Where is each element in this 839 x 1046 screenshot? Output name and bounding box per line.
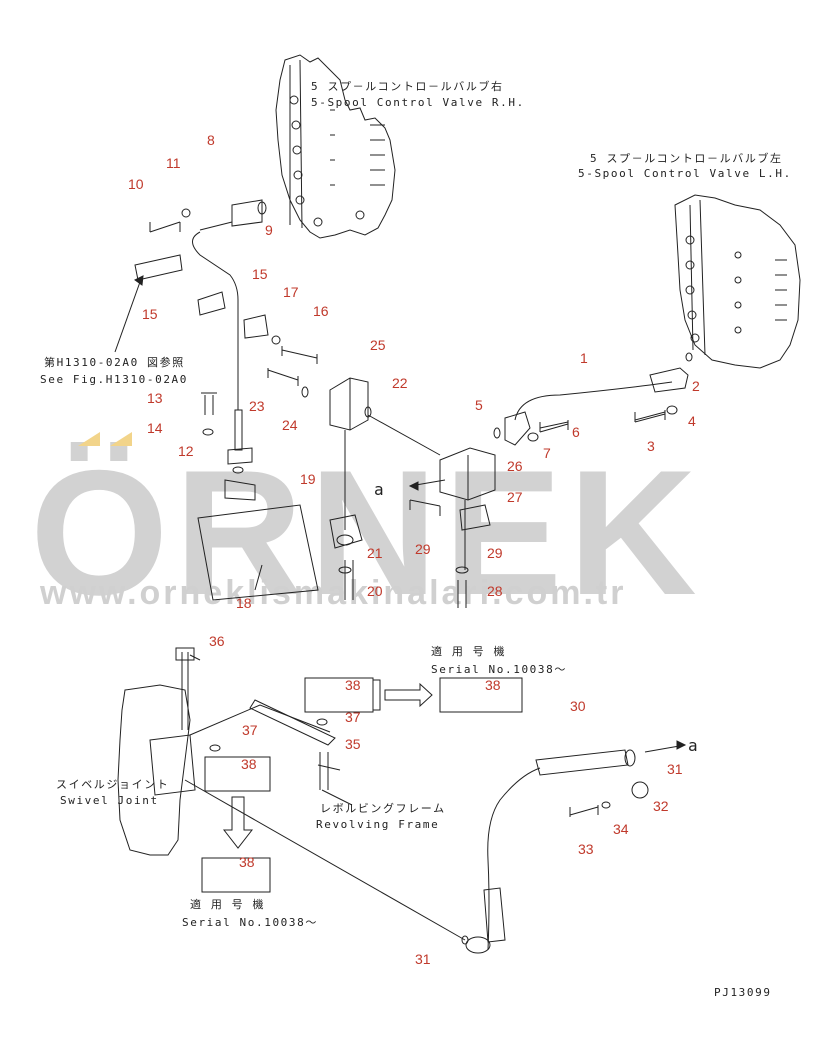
serial-label-en-1: Serial No.10038～ xyxy=(431,663,567,676)
part-number: 19 xyxy=(300,471,316,487)
arrow-a-label: a xyxy=(374,480,386,499)
part-number: 31 xyxy=(667,761,683,777)
watermark-brand: ÖRNEK xyxy=(30,433,703,632)
part-number: 37 xyxy=(345,709,361,725)
part-number: 31 xyxy=(415,951,431,967)
part-number: 38 xyxy=(345,677,361,693)
part-number: 24 xyxy=(282,417,298,433)
part-number: 8 xyxy=(207,132,215,148)
watermark-url: www.orneklismakinalari.com.tr xyxy=(40,574,627,612)
revolving-frame-label-en: Revolving Frame xyxy=(316,818,440,831)
part-number: 2 xyxy=(692,378,700,394)
watermark-accent-mark xyxy=(110,432,132,446)
part-number: 15 xyxy=(252,266,268,282)
control-valve-lh-label-en: 5-Spool Control Valve L.H. xyxy=(578,167,792,180)
swivel-joint-outline xyxy=(117,684,196,856)
part-number: 7 xyxy=(543,445,551,461)
part-number: 3 xyxy=(647,438,655,454)
serial-label-en-2: Serial No.10038～ xyxy=(182,916,318,929)
part-number: 38 xyxy=(241,756,257,772)
part-number: 15 xyxy=(142,306,158,322)
part-number: 23 xyxy=(249,398,265,414)
part-number: 4 xyxy=(688,413,696,429)
part-number: 11 xyxy=(166,155,181,171)
part-number: 13 xyxy=(147,390,163,406)
bracket-18 xyxy=(197,504,319,601)
part-number: 5 xyxy=(475,397,483,413)
control-valve-rh-outline xyxy=(275,54,396,239)
part-number: 29 xyxy=(487,545,503,561)
drawing-number: PJ13099 xyxy=(714,986,772,999)
part-number: 12 xyxy=(178,443,194,459)
part-number: 38 xyxy=(239,854,255,870)
part-number: 36 xyxy=(209,633,225,649)
watermark-accent-mark xyxy=(78,432,100,446)
hose-30 xyxy=(535,749,629,776)
part-number: 27 xyxy=(507,489,523,505)
part-number: 22 xyxy=(392,375,408,391)
part-number: 37 xyxy=(242,722,258,738)
part-number: 30 xyxy=(570,698,586,714)
part-number: 26 xyxy=(507,458,523,474)
control-valve-lh-label-jp: 5 スプ－ルコントロ－ルバルブ左 xyxy=(590,152,783,165)
part-number: 21 xyxy=(367,545,383,561)
hose-1 xyxy=(514,381,673,421)
part-number: 17 xyxy=(283,284,299,300)
part-number: 10 xyxy=(128,176,144,192)
see-fig-label-en: See Fig.H1310-02A0 xyxy=(40,373,189,386)
part-number: 32 xyxy=(653,798,669,814)
part-number: 1 xyxy=(580,350,588,366)
see-fig-label-jp: 第H1310-02A0 図参照 xyxy=(44,356,185,369)
part-number: 35 xyxy=(345,736,361,752)
serial-label-jp-1: 適 用 号 機 xyxy=(431,645,507,658)
control-valve-rh-label-jp: 5 スプ－ルコントロ－ルバルブ右 xyxy=(311,80,504,93)
serial-label-jp-2: 適 用 号 機 xyxy=(190,898,266,911)
part-number: 33 xyxy=(578,841,594,857)
tube-8 xyxy=(192,231,239,410)
swivel-joint-label-jp: スイベルジョイント xyxy=(56,778,170,791)
part-number: 20 xyxy=(367,583,383,599)
control-valve-lh-outline xyxy=(674,194,801,369)
part-number: 16 xyxy=(313,303,329,319)
part-number: 25 xyxy=(370,337,386,353)
revolving-frame-label-jp: レボルビングフレーム xyxy=(320,802,446,815)
part-number: 18 xyxy=(236,595,252,611)
part-number: 29 xyxy=(415,541,431,557)
swivel-joint-label-en: Swivel Joint xyxy=(60,794,159,807)
part-number: 6 xyxy=(572,424,580,440)
part-number: 14 xyxy=(147,420,163,436)
part-number: 34 xyxy=(613,821,629,837)
part-number: 28 xyxy=(487,583,503,599)
arrow-a-label: a xyxy=(688,736,700,755)
control-valve-rh-label-en: 5-Spool Control Valve R.H. xyxy=(311,96,525,109)
part-number: 38 xyxy=(485,677,501,693)
part-number: 9 xyxy=(265,222,273,238)
